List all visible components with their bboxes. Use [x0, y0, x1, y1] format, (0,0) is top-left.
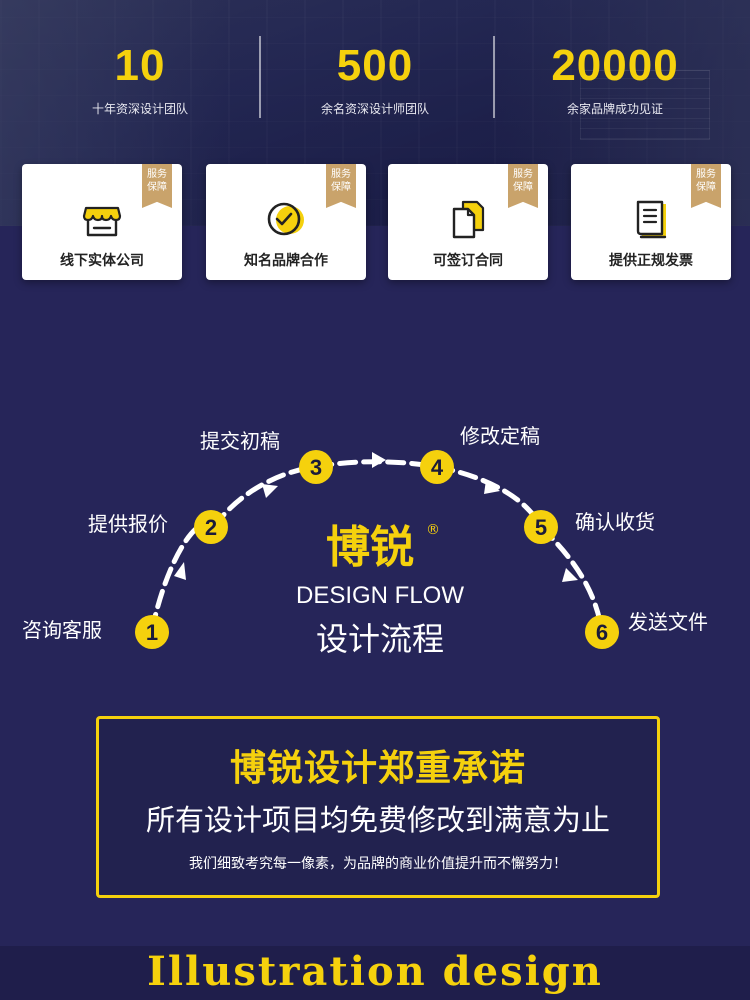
service-card-label: 知名品牌合作 [244, 253, 328, 269]
design-flow-arc: 1 2 3 4 5 6 [135, 450, 619, 649]
stat-designers: 500 余名资深设计师团队 [300, 38, 450, 117]
flow-step-6: 6 [585, 615, 619, 649]
stat-number: 10 [114, 41, 166, 90]
footer-banner: Illustration design [0, 946, 750, 1000]
flow-arrow [262, 484, 278, 498]
flow-step-label: 确认收货 [575, 510, 655, 534]
hero-window [580, 70, 710, 140]
flow-step-label: 修改定稿 [460, 424, 540, 448]
flow-arrow [174, 562, 186, 580]
flow-step-5: 5 [524, 510, 558, 544]
flow-step-number: 1 [146, 620, 158, 645]
service-badge-text: 服务 保障 [147, 169, 167, 193]
promise-title: 博锐设计郑重承诺 [229, 748, 526, 789]
registered-mark: ® [426, 522, 440, 538]
flow-step-number: 5 [535, 515, 547, 540]
storefront-icon [82, 206, 122, 237]
brand-badge-icon [267, 202, 304, 236]
stat-number: 500 [336, 41, 414, 90]
flow-arrow [562, 568, 578, 582]
service-badge-text: 服务 保障 [331, 169, 351, 193]
service-card-brand-cooperation[interactable]: 服务 保障 知名品牌合作 [206, 164, 366, 280]
promise-box: 博锐设计郑重承诺 所有设计项目均免费修改到满意为止 我们细致考究每一像素，为品牌… [96, 716, 660, 898]
stat-label: 余家品牌成功见证 [566, 102, 663, 116]
footer-title: Illustration design [147, 948, 603, 995]
flow-step-label: 发送文件 [628, 610, 708, 634]
stat-divider [493, 36, 495, 118]
flow-step-4: 4 [420, 450, 454, 484]
service-card-offline-company[interactable]: 服务 保障 线下实体公司 [22, 164, 182, 280]
flow-step-2: 2 [194, 510, 228, 544]
stat-label: 十年资深设计团队 [91, 102, 188, 116]
flow-arrow [484, 480, 500, 494]
promise-note: 我们细致考究每一像素，为品牌的商业价值提升而不懈努力！ [189, 856, 567, 872]
service-card-label: 提供正规发票 [609, 253, 693, 269]
flow-step-number: 2 [205, 515, 217, 540]
flow-step-number: 4 [431, 455, 444, 480]
service-card-label: 线下实体公司 [60, 253, 144, 269]
promise-subtitle: 所有设计项目均免费修改到满意为止 [145, 803, 610, 837]
flow-step-label: 咨询客服 [22, 618, 102, 642]
brand-logo: 博锐 ® [326, 522, 440, 573]
service-badge: 服务 保障 [508, 164, 538, 208]
flow-title-cn: 设计流程 [315, 620, 444, 658]
service-card-invoice[interactable]: 服务 保障 提供正规发票 [571, 164, 731, 280]
flow-step-3: 3 [299, 450, 333, 484]
stat-number: 20000 [551, 41, 679, 90]
stat-divider [259, 36, 261, 118]
service-badge-text: 服务 保障 [696, 169, 716, 193]
service-badge: 服务 保障 [142, 164, 172, 208]
flow-step-label: 提交初稿 [200, 429, 280, 453]
stat-brands: 20000 余家品牌成功见证 [520, 38, 710, 117]
flow-step-number: 6 [596, 620, 608, 645]
brand-logo-text: 博锐 [326, 522, 414, 573]
stat-label: 余名资深设计师团队 [320, 102, 429, 116]
flow-title-en: DESIGN FLOW [295, 582, 464, 609]
invoice-book-icon [636, 200, 667, 239]
flow-step-number: 3 [310, 455, 322, 480]
service-badge: 服务 保障 [691, 164, 721, 208]
service-badge-text: 服务 保障 [513, 169, 533, 193]
service-badge: 服务 保障 [326, 164, 356, 208]
stat-team-years: 10 十年资深设计团队 [80, 38, 200, 117]
flow-step-1: 1 [135, 615, 169, 649]
service-card-contract[interactable]: 服务 保障 可签订合同 [388, 164, 548, 280]
contract-documents-icon [452, 200, 485, 239]
service-card-label: 可签订合同 [433, 253, 503, 269]
flow-step-label: 提供报价 [88, 512, 168, 536]
flow-arrow [372, 452, 386, 468]
